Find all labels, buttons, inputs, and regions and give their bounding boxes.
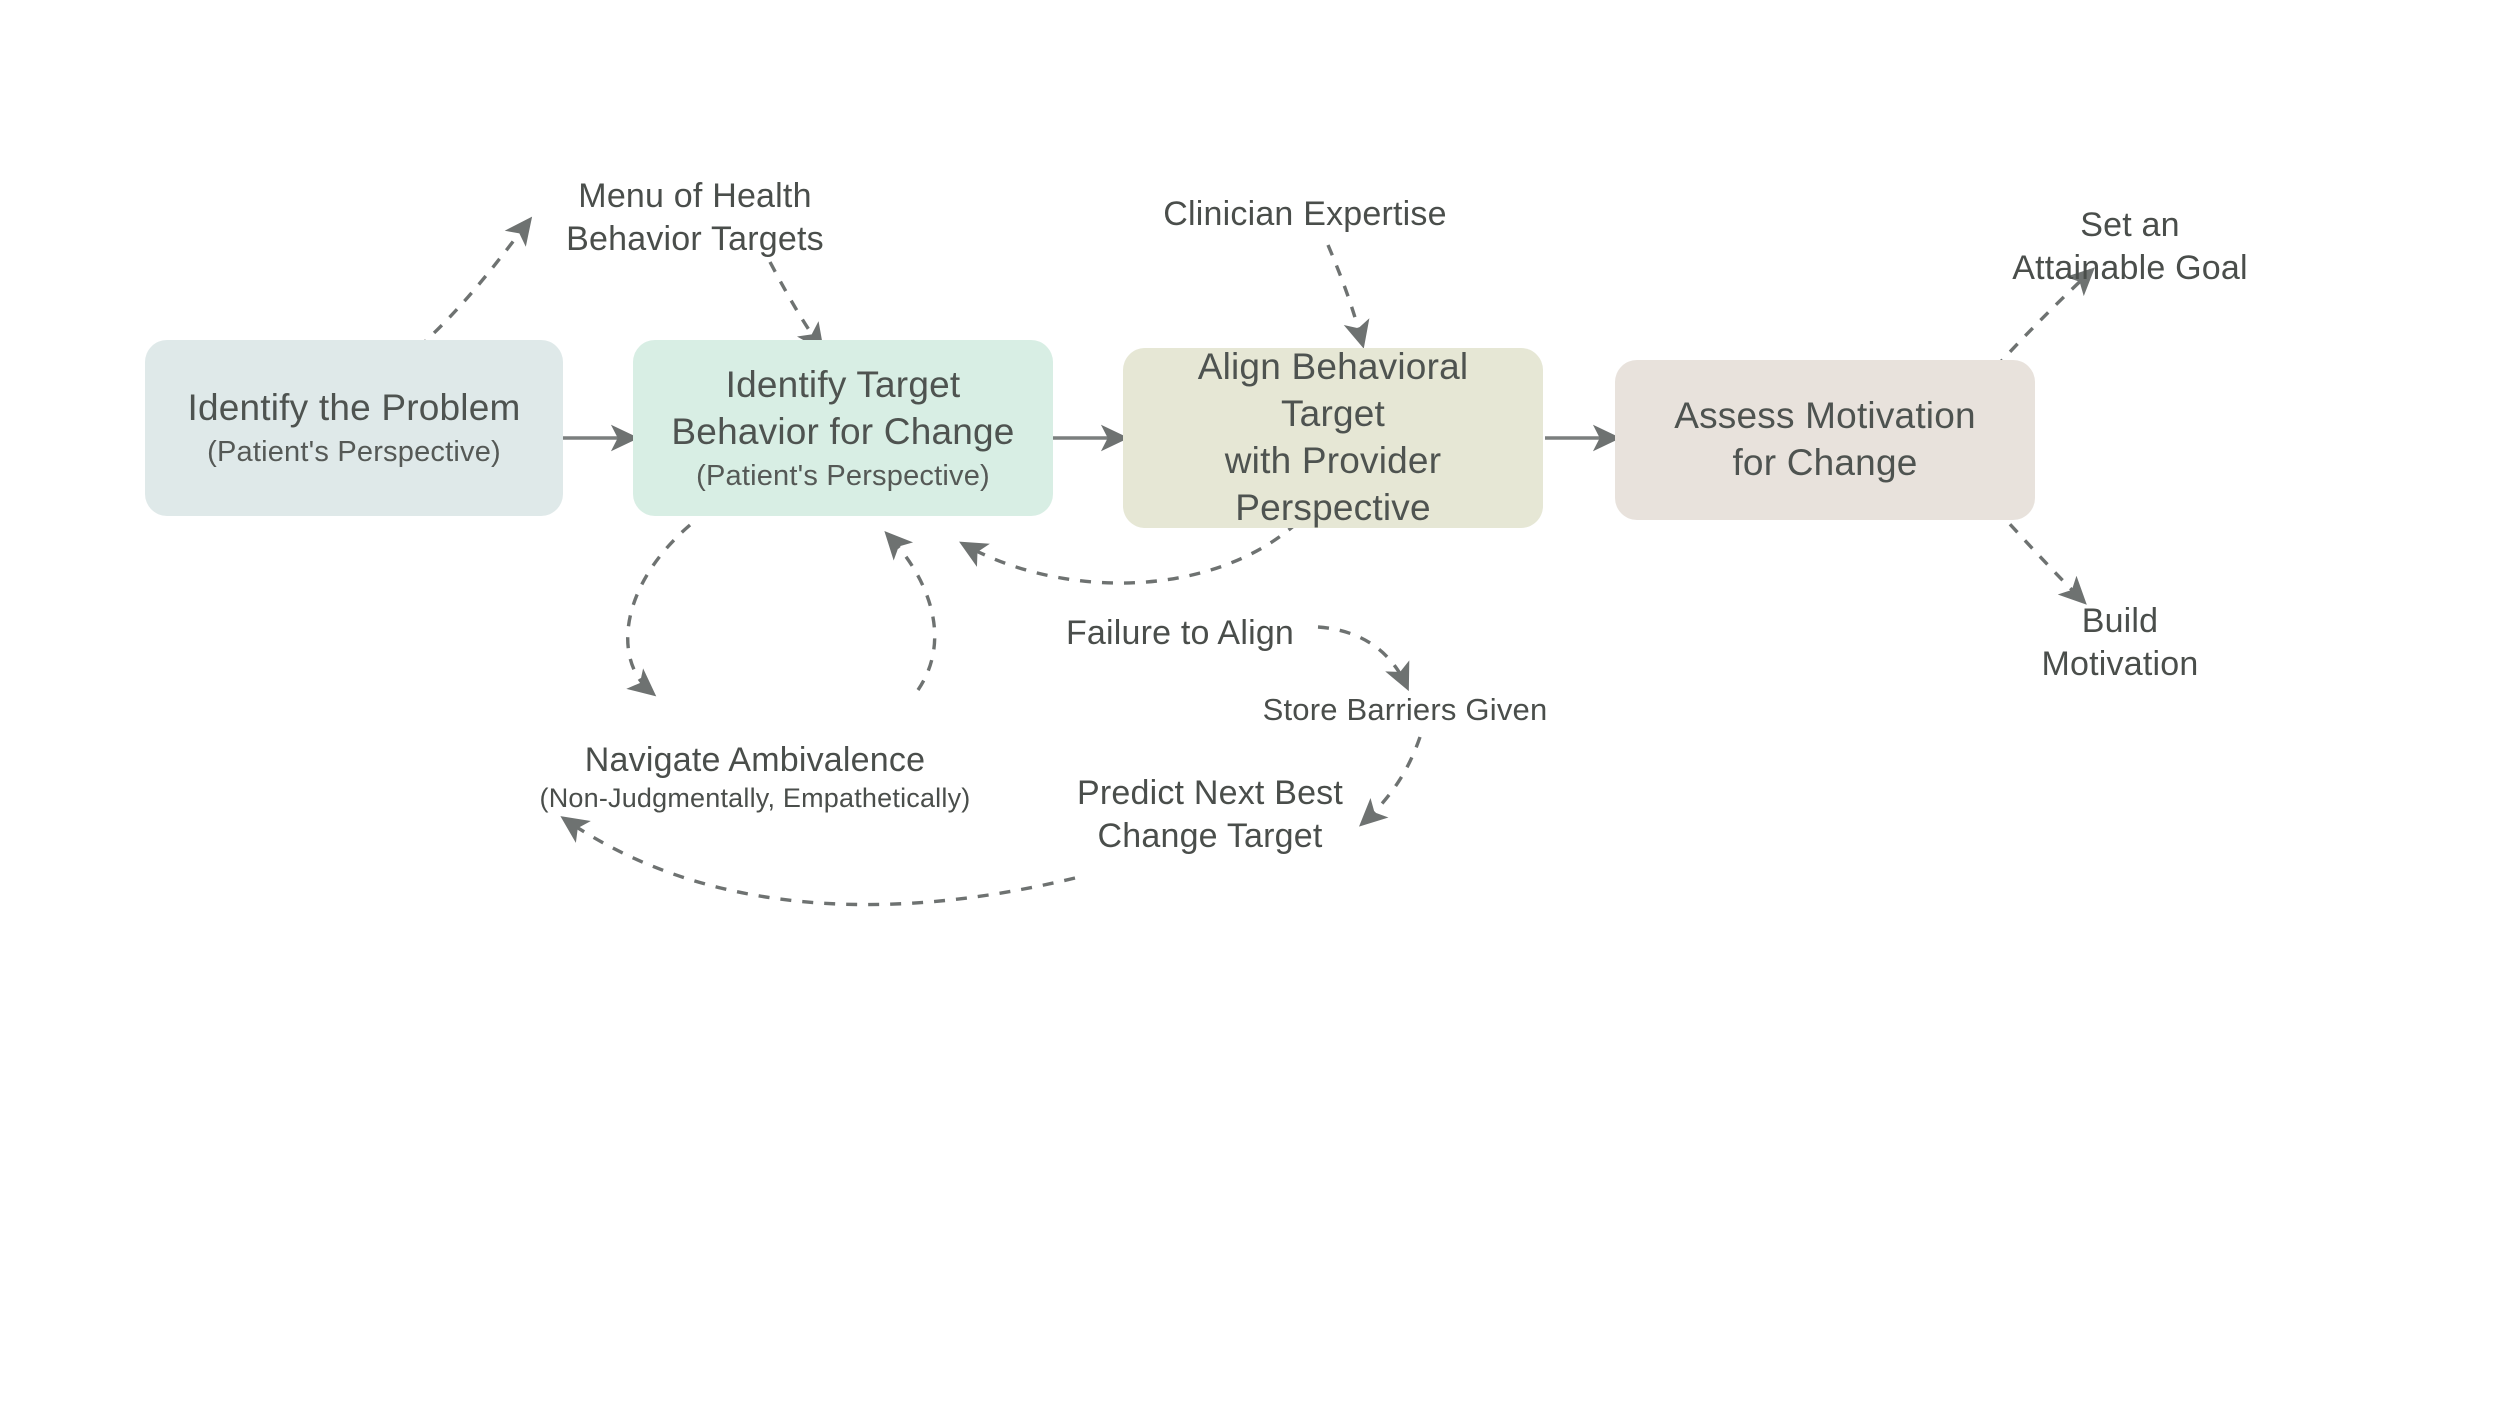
node-assess-motivation[interactable]: Assess Motivation for Change [1615, 360, 2035, 520]
annotation-set-an-attainable-goal: Set an Attainable Goal [2012, 206, 2248, 287]
node-align-behavioral-target[interactable]: Align Behavioral Target with Provider Pe… [1123, 346, 1543, 528]
arrow-navigate-ambivalence-to-box2 [884, 531, 937, 691]
arrow-clinician-expertise-to-box3 [1326, 244, 1370, 349]
annotation-navigate-ambivalence-title: Navigate Ambivalence [584, 740, 926, 779]
arrow-box4-to-build-motivation [1993, 506, 2087, 605]
annotation-clinician-expertise: Clinician Expertise [1163, 195, 1447, 233]
arrow-box3-to-box2-failure [959, 521, 1299, 585]
annotation-navigate-ambivalence: Navigate Ambivalence (Non-Judgmentally, … [530, 696, 980, 858]
arrow-failure-to-store-barriers [1317, 625, 1410, 692]
arrow-store-barriers-to-predict [1359, 736, 1422, 827]
node-identify-target-behavior-title: Identify Target Behavior for Change [671, 363, 1015, 452]
annotation-build-motivation: Build Motivation [2041, 602, 2199, 683]
annotation-failure-to-align: Failure to Align [1065, 614, 1295, 652]
annotation-predict-next-best-change-target: Predict Next Best Change Target [1076, 774, 1344, 855]
annotation-navigate-ambivalence-subtitle: (Non-Judgmentally, Empathetically) [539, 782, 971, 813]
node-align-behavioral-target-title: Align Behavioral Target with Provider Pe… [1197, 346, 1469, 528]
node-identify-target-behavior[interactable]: Identify Target Behavior for Change (Pat… [633, 340, 1053, 516]
arrow-box2-to-navigate-ambivalence [626, 523, 692, 697]
node-identify-problem-title: Identify the Problem [187, 387, 521, 429]
arrow-menu-to-box2 [768, 261, 824, 352]
annotation-store-barriers-given: Store Barriers Given [1262, 692, 1548, 727]
annotation-menu-of-health-behavior-targets: Menu of Health Behavior Targets [566, 177, 824, 258]
node-identify-problem-subtitle: (Patient's Perspective) [207, 436, 501, 469]
node-identify-target-behavior-subtitle: (Patient's Perspective) [696, 459, 990, 492]
arrow-box1-to-menu [416, 216, 533, 350]
node-identify-problem[interactable]: Identify the Problem (Patient's Perspect… [145, 340, 563, 516]
node-assess-motivation-title: Assess Motivation for Change [1674, 395, 1976, 483]
